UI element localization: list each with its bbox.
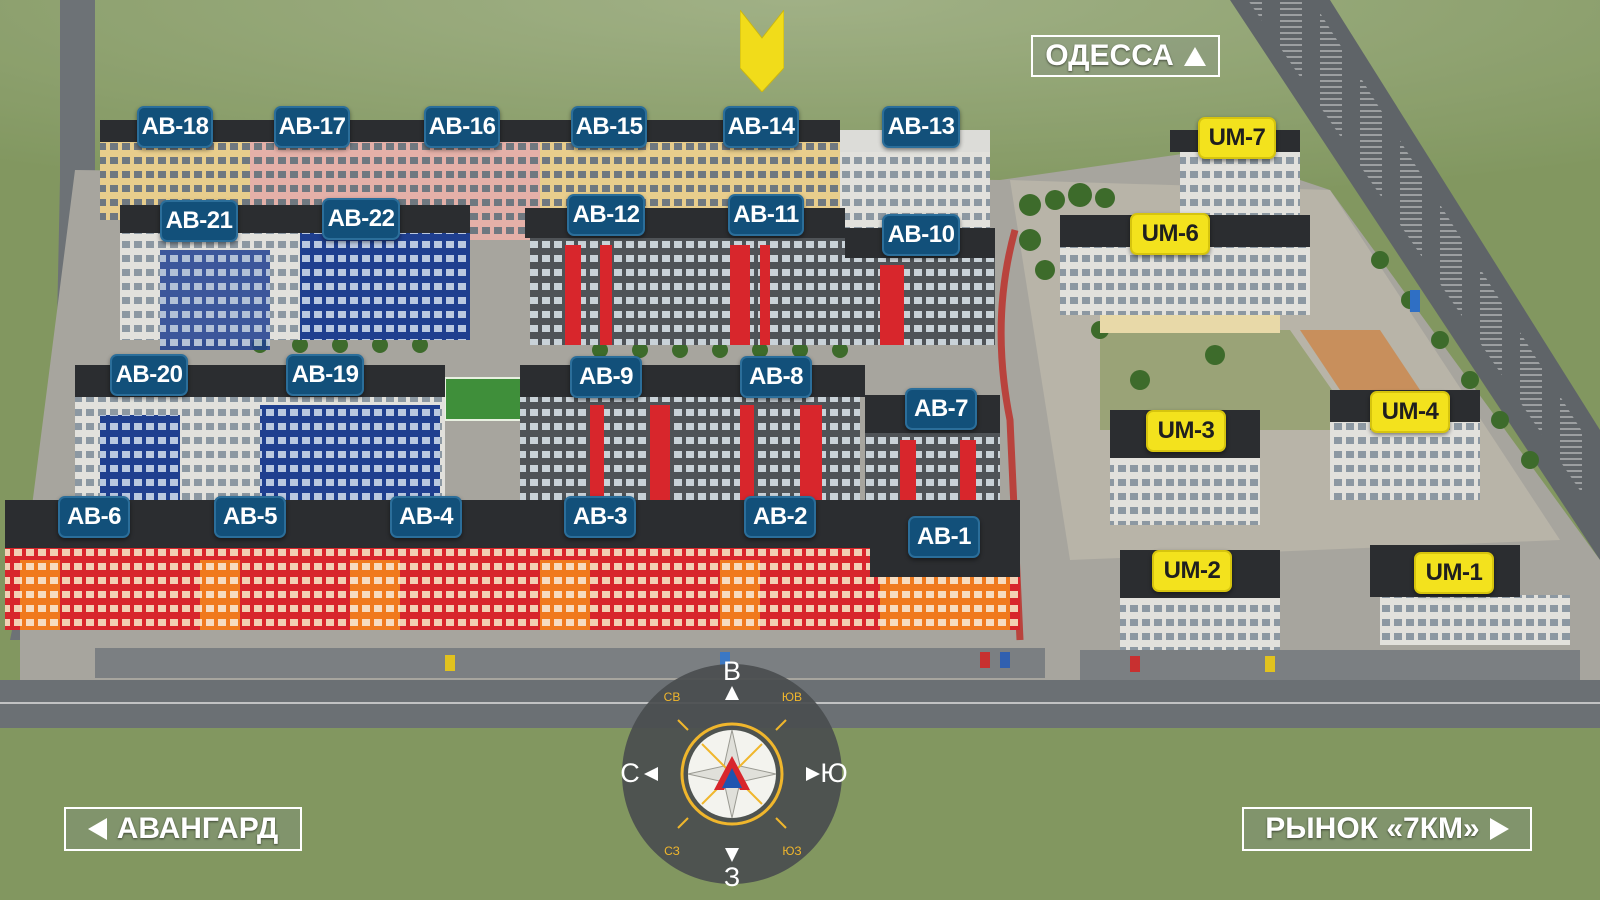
building-label-ab-14[interactable]: АВ-14: [723, 106, 799, 148]
building-label-ab-10[interactable]: АВ-10: [882, 214, 960, 256]
rynok-direction-button[interactable]: РЫНОК «7КМ»: [1242, 807, 1532, 851]
compass-west-label: С: [620, 758, 640, 788]
building-label-ab-21[interactable]: АВ-21: [160, 200, 238, 242]
odessa-label: ОДЕССА: [1045, 39, 1174, 72]
building-label-ab-1[interactable]: АВ-1: [908, 516, 980, 558]
avangard-label: АВАНГАРД: [116, 812, 279, 845]
compass-east-label: Ю: [820, 758, 848, 788]
building-label-um-7[interactable]: UM-7: [1198, 117, 1276, 159]
building-label-ab-4[interactable]: АВ-4: [390, 496, 462, 538]
avangard-direction-button[interactable]: АВАНГАРД: [64, 807, 302, 851]
building-label-ab-13[interactable]: АВ-13: [882, 106, 960, 148]
building-label-ab-11[interactable]: АВ-11: [728, 194, 804, 236]
building-label-ab-18[interactable]: АВ-18: [137, 106, 213, 148]
building-label-ab-19[interactable]: АВ-19: [286, 354, 364, 396]
building-label-um-2[interactable]: UM-2: [1152, 550, 1232, 592]
building-label-ab-8[interactable]: АВ-8: [740, 356, 812, 398]
arrow-left-icon: [87, 818, 107, 840]
building-label-um-6[interactable]: UM-6: [1130, 213, 1210, 255]
compass-northwest-label: СВ: [663, 690, 681, 704]
building-label-ab-15[interactable]: АВ-15: [571, 106, 647, 148]
selected-building-marker-icon: [740, 10, 784, 92]
building-label-ab-2[interactable]: АВ-2: [744, 496, 816, 538]
building-label-ab-7[interactable]: АВ-7: [905, 388, 977, 430]
avangard-logo-icon: [714, 756, 750, 790]
compass-south-label: З: [723, 862, 741, 892]
building-label-um-4[interactable]: UM-4: [1370, 391, 1450, 433]
building-label-ab-22[interactable]: АВ-22: [322, 198, 400, 240]
rynok-label: РЫНОК «7КМ»: [1265, 812, 1480, 845]
building-label-ab-3[interactable]: АВ-3: [564, 496, 636, 538]
building-label-um-3[interactable]: UM-3: [1146, 410, 1226, 452]
building-label-ab-6[interactable]: АВ-6: [58, 496, 130, 538]
compass-north-label: В: [722, 656, 741, 686]
building-label-ab-17[interactable]: АВ-17: [274, 106, 350, 148]
odessa-direction-button[interactable]: ОДЕССА: [1031, 35, 1220, 77]
building-label-ab-20[interactable]: АВ-20: [110, 354, 188, 396]
building-label-ab-12[interactable]: АВ-12: [567, 194, 645, 236]
compass-southeast-label: ЮЗ: [782, 844, 802, 858]
arrow-right-icon: [1489, 818, 1509, 840]
building-label-ab-9[interactable]: АВ-9: [570, 356, 642, 398]
building-label-um-1[interactable]: UM-1: [1414, 552, 1494, 594]
compass-southwest-label: СЗ: [664, 844, 680, 858]
building-label-ab-5[interactable]: АВ-5: [214, 496, 286, 538]
compass-northeast-label: ЮВ: [781, 690, 803, 704]
building-label-ab-16[interactable]: АВ-16: [424, 106, 500, 148]
arrow-up-icon: [1183, 46, 1206, 66]
compass: В З С Ю СВ ЮВ СЗ ЮЗ: [618, 656, 847, 892]
